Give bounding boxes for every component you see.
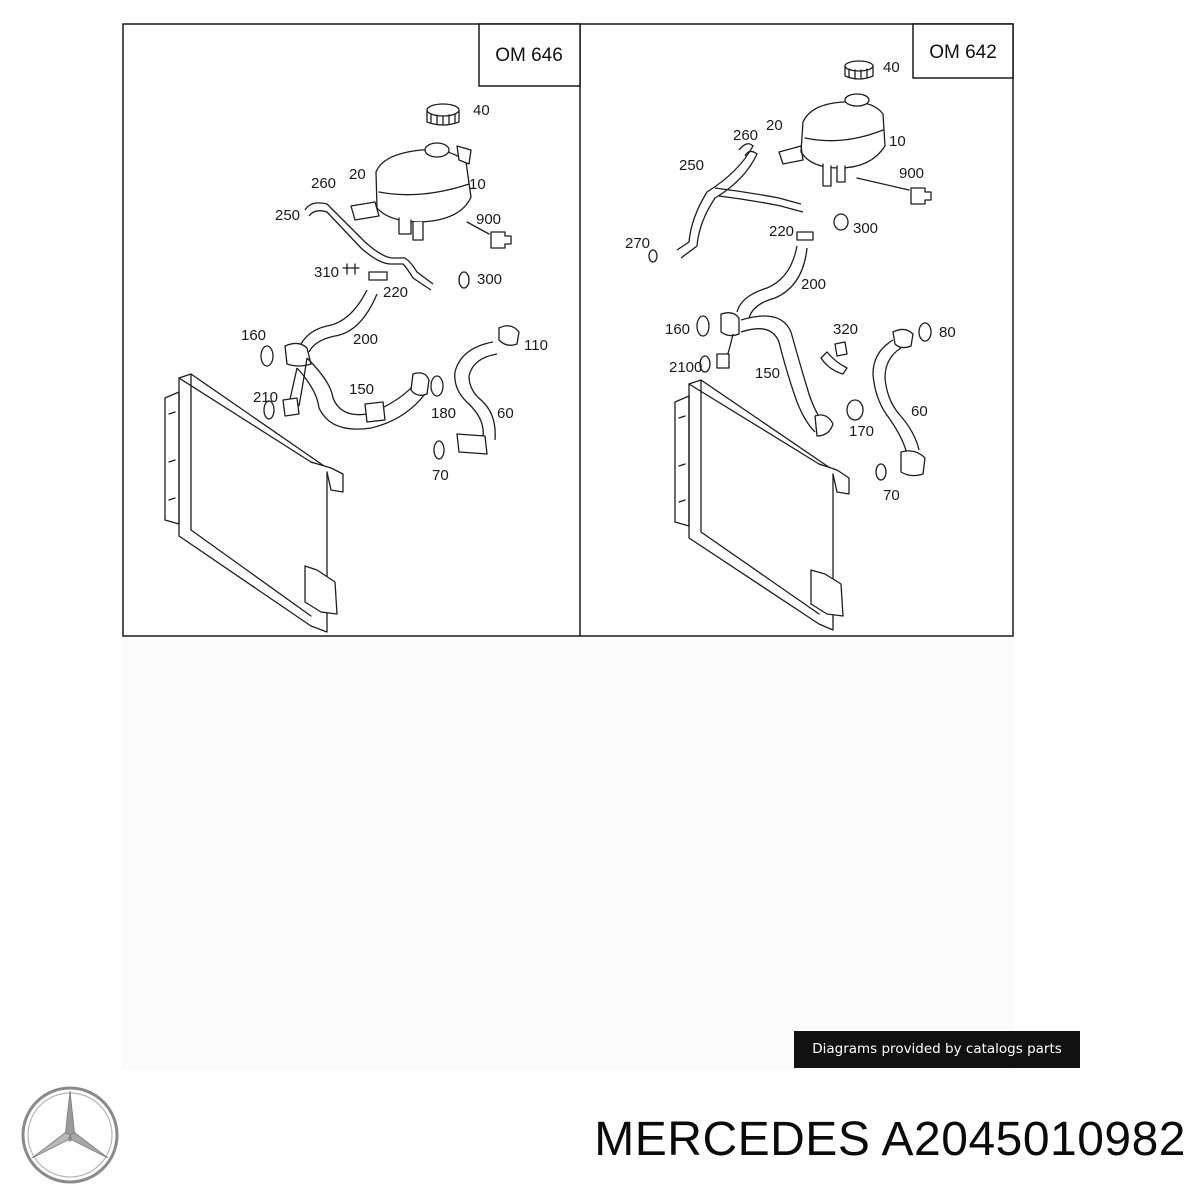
callout-160: 160 xyxy=(665,321,690,338)
callout-170: 170 xyxy=(849,423,874,440)
callout-40: 40 xyxy=(883,59,900,76)
callout-160: 160 xyxy=(241,327,266,344)
brand-name: MERCEDES xyxy=(594,1113,871,1166)
expansion-tank xyxy=(350,142,472,241)
mercedes-star-icon xyxy=(21,1086,119,1184)
callout-10: 10 xyxy=(469,176,486,193)
credit-banner: Diagrams provided by catalogs parts xyxy=(794,1031,1080,1068)
panel-om642: OM 642 xyxy=(625,23,1014,631)
filler-cap xyxy=(844,60,874,80)
callout-210: 210 xyxy=(253,389,278,406)
filler-cap xyxy=(426,103,460,126)
parts-diagram-area: OM 646 xyxy=(121,22,1014,1070)
callout-320: 320 xyxy=(833,321,858,338)
callout-180: 180 xyxy=(431,405,456,422)
bracket-900 xyxy=(910,187,932,205)
callout-60: 60 xyxy=(911,403,928,420)
panel-om646: OM 646 xyxy=(164,23,581,633)
callout-40: 40 xyxy=(473,102,490,119)
callout-200: 200 xyxy=(801,276,826,293)
callout-900: 900 xyxy=(899,165,924,182)
callout-20: 20 xyxy=(766,117,783,134)
callout-220: 220 xyxy=(383,284,408,301)
callout-900: 900 xyxy=(476,211,501,228)
callout-70: 70 xyxy=(883,487,900,504)
callout-110: 110 xyxy=(524,337,548,354)
radiator xyxy=(164,373,344,633)
callout-260: 260 xyxy=(311,175,336,192)
callout-80: 80 xyxy=(939,324,956,341)
callout-300: 300 xyxy=(853,220,878,237)
screw-310 xyxy=(342,263,360,275)
radiator xyxy=(674,379,850,631)
callout-2100: 2100 xyxy=(669,359,702,376)
part-title: MERCEDES A2045010982 xyxy=(594,1108,1186,1172)
engine-tag-box xyxy=(912,23,1014,79)
bracket-900 xyxy=(490,231,512,249)
callout-310: 310 xyxy=(314,264,339,281)
callout-150: 150 xyxy=(349,381,374,398)
part-number: A2045010982 xyxy=(881,1113,1186,1166)
engine-tag-om646: OM 646 xyxy=(495,45,563,66)
callout-270: 270 xyxy=(625,235,650,252)
engine-tag-om642: OM 642 xyxy=(929,42,997,63)
expansion-tank xyxy=(778,93,886,187)
callout-250: 250 xyxy=(275,207,300,224)
engine-tag-box xyxy=(478,23,581,87)
callout-20: 20 xyxy=(349,166,366,183)
callout-150: 150 xyxy=(755,365,780,382)
callout-10: 10 xyxy=(889,133,906,150)
callout-250: 250 xyxy=(679,157,704,174)
callout-260: 260 xyxy=(733,127,758,144)
callout-220: 220 xyxy=(769,223,794,240)
parts-diagram: OM 646 xyxy=(122,23,1014,637)
callout-300: 300 xyxy=(477,271,502,288)
callout-60: 60 xyxy=(497,405,514,422)
callout-70: 70 xyxy=(432,467,449,484)
callout-200: 200 xyxy=(353,331,378,348)
